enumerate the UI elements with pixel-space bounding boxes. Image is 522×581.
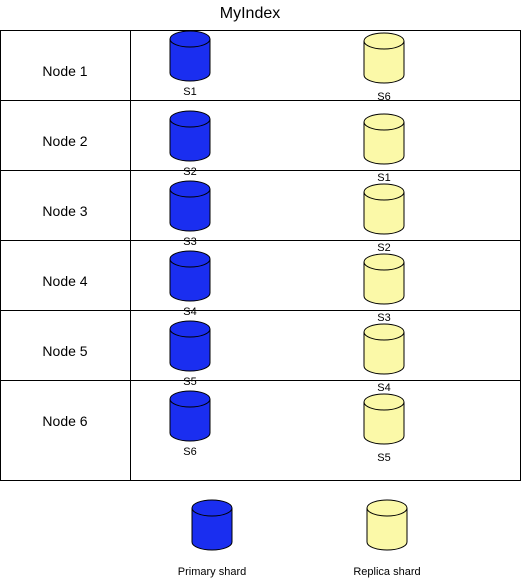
node-row: Node 1 S1 S6 bbox=[42, 30, 405, 103]
primary-shard-icon bbox=[169, 30, 211, 82]
primary-shard-label: S3 bbox=[183, 236, 196, 248]
legend-replica-icon bbox=[366, 499, 408, 551]
replica-shard-label: S2 bbox=[377, 242, 390, 254]
node-label: Node 3 bbox=[42, 203, 87, 219]
replica-shard-icon bbox=[363, 113, 405, 165]
replica-shard-icon bbox=[363, 253, 405, 305]
diagram-title: MyIndex bbox=[220, 5, 280, 22]
primary-shard-icon bbox=[169, 250, 211, 302]
primary-shard-label: S6 bbox=[183, 446, 196, 458]
node-label: Node 2 bbox=[42, 133, 87, 149]
legend-primary-label: Primary shard bbox=[178, 566, 246, 578]
replica-shard-icon bbox=[363, 32, 405, 84]
node-label: Node 1 bbox=[42, 63, 87, 79]
replica-shard-label: S6 bbox=[377, 91, 390, 103]
node-label: Node 5 bbox=[42, 343, 87, 359]
replica-shard-label: S5 bbox=[377, 452, 390, 464]
replica-shard-icon bbox=[363, 323, 405, 375]
primary-shard-label: S4 bbox=[183, 306, 196, 318]
node-label: Node 4 bbox=[42, 273, 87, 289]
legend-replica-label: Replica shard bbox=[353, 566, 420, 578]
node-label: Node 6 bbox=[42, 413, 87, 429]
replica-shard-label: S4 bbox=[377, 382, 390, 394]
legend: Primary shard Replica shard bbox=[178, 499, 421, 578]
legend-primary-icon bbox=[191, 499, 233, 551]
replica-shard-icon bbox=[363, 393, 405, 445]
primary-shard-label: S1 bbox=[183, 86, 196, 98]
replica-shard-label: S1 bbox=[377, 172, 390, 184]
primary-shard-label: S2 bbox=[183, 166, 196, 178]
table-frame bbox=[0, 30, 521, 481]
primary-shard-icon bbox=[169, 320, 211, 372]
primary-shard-icon bbox=[169, 110, 211, 162]
primary-shard-label: S5 bbox=[183, 376, 196, 388]
primary-shard-icon bbox=[169, 390, 211, 442]
primary-shard-icon bbox=[169, 180, 211, 232]
replica-shard-label: S3 bbox=[377, 312, 390, 324]
replica-shard-icon bbox=[363, 183, 405, 235]
